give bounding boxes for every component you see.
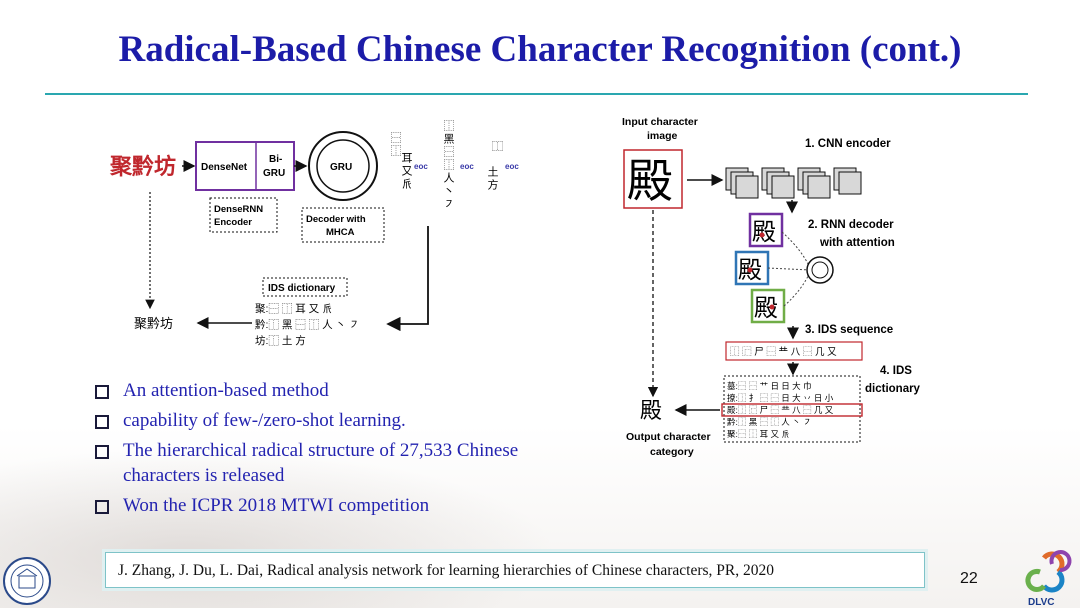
bullet-marker [95,415,109,429]
citation-box: J. Zhang, J. Du, L. Dai, Radical analysi… [105,552,925,588]
input-image-label-2: image [647,130,678,142]
input-image-box [623,149,683,209]
decoder-dashed-box [301,207,385,243]
attention-character-3: 殿 [754,295,778,322]
arrow-decoder-to-dictionary [386,226,429,332]
attention-frame-2 [734,250,770,286]
dictionary-line-1: 聚:⿱ ⿰ 耳 又 𠂢 [255,303,333,315]
gru-inner-circle [316,139,370,193]
bullet-item: capability of few-/zero-shot learning. [95,408,595,433]
ids-sequence-text: ⿰ ⿸ 尸 ⿱ 龷 八 ⿱ 几 又 [730,347,837,358]
input-image-label-1: Input character [622,116,698,128]
attention-dot-1 [759,232,765,238]
cnn-feature-stack [725,167,862,199]
university-seal-logo [3,557,51,605]
bullet-marker [95,500,109,514]
step-4-label-2: dictionary [865,383,921,395]
bullet-text: Won the ICPR 2018 MTWI competition [123,495,430,516]
ids-dictionary-row-5: 聚:⿱ ⿰ 耳 又 𠂢 [727,429,790,439]
encoder-label-1: DenseRNN [214,204,263,215]
step-3-label: 3. IDS sequence [805,324,893,336]
ids-dictionary-row-3: 殿:⿰ ⿸ 尸 ⿱ 龷 八 ⿱ 几 又 [727,405,834,415]
sequence-3-radicals: 土方 [486,166,499,192]
bigru-label-1: Bi- [269,154,282,165]
output-characters: 聚黔坊 [134,316,173,331]
bullet-marker [95,385,109,399]
dictionary-line-2: 黔:⿰ 黑 ⿱ ⿰ 人 丶 ㇇ [255,318,359,331]
bullet-text: An attention-based method [123,380,329,401]
dictionary-line-3: 坊:⿰ 土 方 [255,334,306,347]
ids-dictionary-row-4: 黔:⿰ 黑 ⿱ ⿰ 人 丶 ㇇ [727,417,812,427]
sequence-2: ⿰黑⿱⿰人丶㇇ [442,120,455,211]
attention-dot-3 [769,304,775,310]
bullet-text: capability of few-/zero-shot learning. [123,410,406,431]
attention-dot-2 [747,267,753,273]
densenet-label: DenseNet [201,162,248,173]
slide-title: Radical-Based Chinese Character Recognit… [118,29,962,70]
bullet-list: An attention-based method capability of … [95,378,595,523]
decoder-label-2: MHCA [326,227,355,238]
left-diagram: 聚黔坊 DenseNet Bi- GRU GRU DenseRNN Encode… [109,120,519,347]
encoder-dashed-box [209,197,278,233]
page-number: 22 [960,570,978,587]
input-characters: 聚黔坊 [109,154,176,179]
output-character: 殿 [640,398,662,423]
ids-dictionary-row-1: 墓:⿱ ⿱ 艹 日 日 大 巾 [727,381,812,391]
ids-dictionary-box [262,277,348,297]
dlvc-logo: DLVC [1025,550,1072,608]
gru-label: GRU [330,162,352,173]
decoder-label-1: Decoder with [306,214,366,225]
ids-sequence-box [725,341,863,361]
bullet-item: Won the ICPR 2018 MTWI competition [95,493,595,518]
dlvc-logo-text: DLVC [1028,597,1054,608]
sequence-1: ⿱⿰ 耳又𠂢 [389,132,413,191]
bullet-marker [95,445,109,459]
ids-dictionary-dashed-box [723,375,861,443]
bigru-label-2: GRU [263,168,285,179]
ids-dictionary-row-2: 撩:⿰ 扌 ⿱ ⿱ 日 大 丷 日 小 [727,393,834,403]
bullet-text: The hierarchical radical structure of 27… [123,440,519,486]
output-label-1: Output character [626,431,711,443]
attention-frame-3 [750,288,786,324]
right-diagram: Input character image 殿 1. CNN encoder 殿… [622,116,921,458]
output-label-2: category [650,446,694,458]
title-divider [45,93,1028,95]
encoder-label-2: Encoder [214,217,252,228]
rnn-inner-circle [811,261,829,279]
attention-links [767,231,811,307]
eoc-label-2: eoc [460,162,474,171]
ids-dictionary-label: IDS dictionary [268,283,336,294]
densenet-box [195,141,295,191]
bullet-item: The hierarchical radical structure of 27… [95,438,595,488]
ids-dictionary-match-highlight [721,403,863,417]
eoc-label-1: eoc [414,162,428,171]
eoc-label-3: eoc [505,162,519,171]
step-4-label-1: 4. IDS [880,365,912,377]
attention-frame-1 [748,212,784,248]
input-image-character: 殿 [627,155,673,207]
sequence-1-structures: ⿱⿰ [389,132,402,158]
step-2-label-2: with attention [819,237,895,249]
step-1-label: 1. CNN encoder [805,138,891,150]
attention-character-1: 殿 [752,219,776,246]
bullet-item: An attention-based method [95,378,595,403]
step-2-label-1: 2. RNN decoder [808,219,894,231]
sequence-3-structure: ⿰ [492,140,503,153]
sequence-1-radicals: 耳又𠂢 [400,152,413,191]
